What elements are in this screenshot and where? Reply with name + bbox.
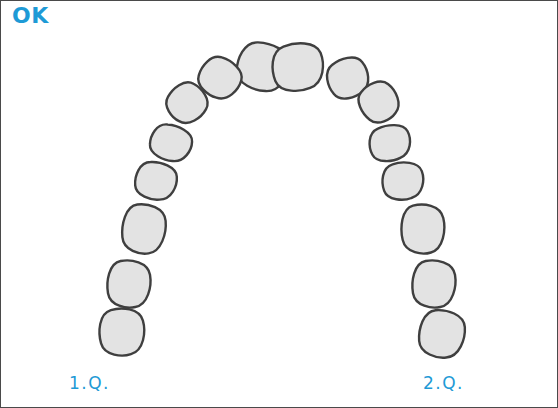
jaw-title: OK xyxy=(12,5,49,27)
tooth-outline xyxy=(380,160,426,203)
quadrant-label: 2.Q. xyxy=(423,375,464,392)
quadrant-label: 1.Q. xyxy=(69,375,110,392)
tooth-outline xyxy=(417,308,467,360)
tooth-outline xyxy=(147,121,196,166)
tooth-outline xyxy=(352,75,406,130)
tooth-outline xyxy=(400,203,446,255)
tooth-outline xyxy=(412,260,455,307)
tooth-outline xyxy=(133,160,179,203)
tooth-outline xyxy=(107,260,150,307)
tooth-outline xyxy=(160,76,214,131)
tooth-outline xyxy=(121,203,167,255)
tooth-outline xyxy=(268,39,328,96)
tooth-outline xyxy=(97,306,147,358)
tooth-outline xyxy=(366,121,415,166)
